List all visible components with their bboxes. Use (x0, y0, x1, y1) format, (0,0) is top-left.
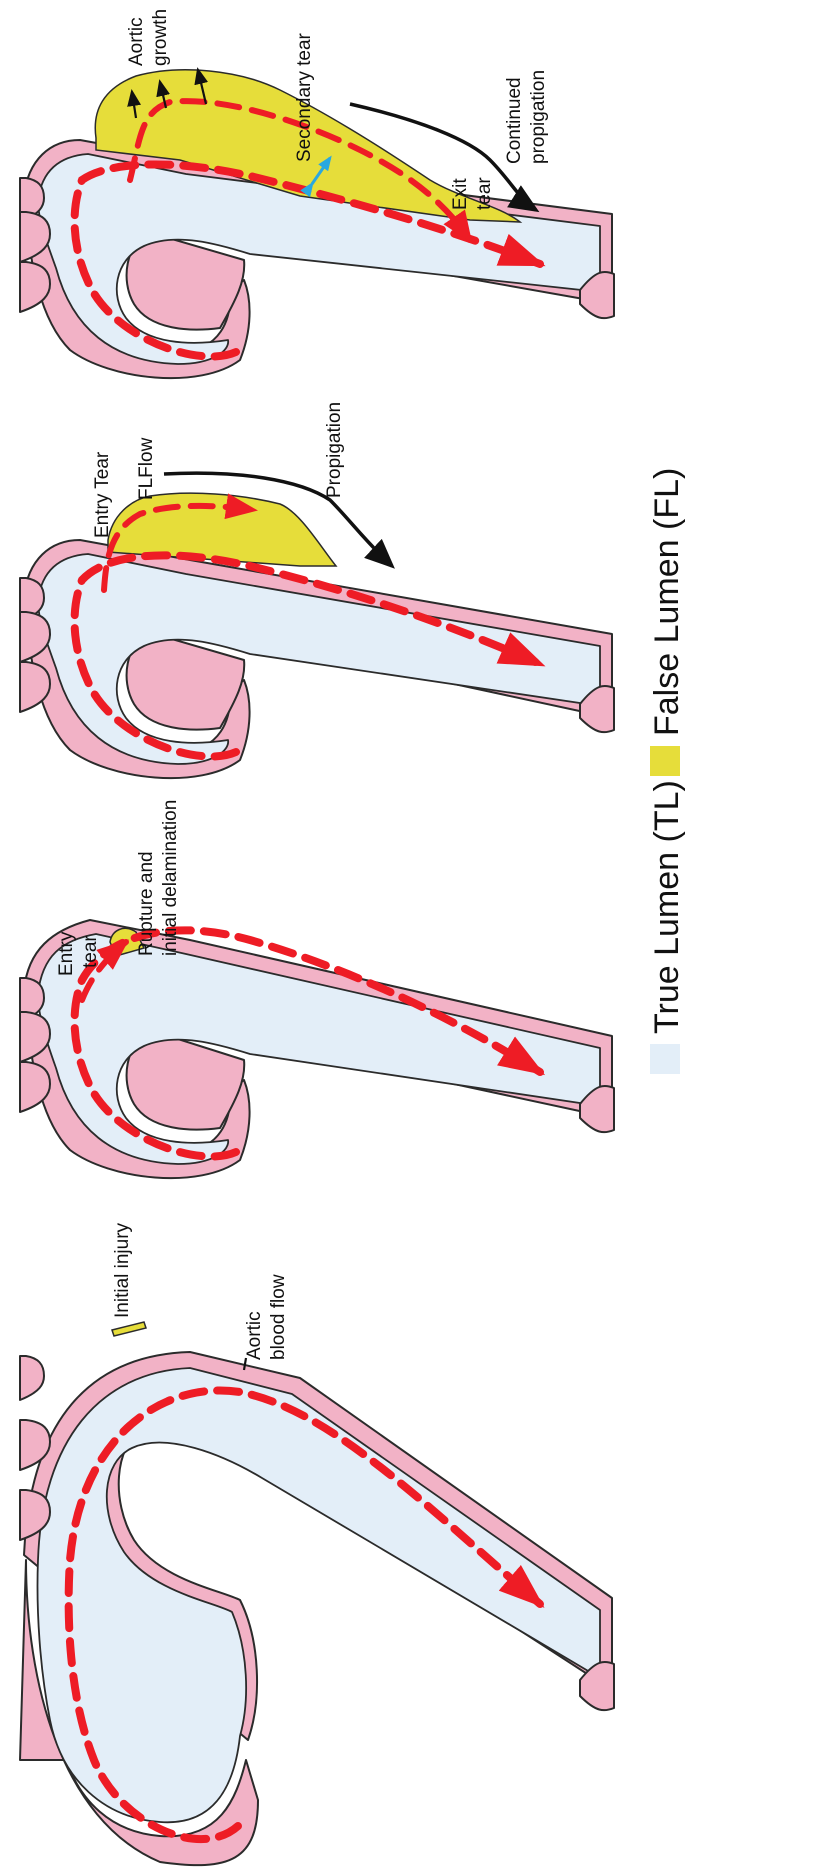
label-aortic-blood-flow-line1: Aortic (244, 1311, 265, 1360)
label-entry-tear-line1: Entry (56, 931, 77, 976)
stage-3-propagation: Entry Tear FLFlow Propigation (20, 402, 614, 778)
legend: True Lumen (TL) False Lumen (FL) (648, 468, 686, 1074)
label-aortic-blood-flow-line2: blood flow (268, 1274, 289, 1360)
label-entry-tear-line2: tear (80, 935, 101, 968)
label-secondary-tear: Secondary tear (294, 32, 315, 162)
label-exit-tear-line1: Exit (450, 178, 471, 210)
stage-4-continued-propagation: Aortic growth Secondary tear Exit tear C… (20, 9, 614, 378)
label-propagation: Propigation (324, 402, 345, 498)
label-aortic-growth-line1: Aortic (126, 17, 147, 66)
legend-swatch-false-lumen (650, 746, 680, 776)
label-continued-line2: propigation (528, 70, 549, 164)
label-entry-tear: Entry Tear (92, 451, 113, 538)
label-aortic-growth-line2: growth (150, 9, 171, 66)
label-fl-flow: FLFlow (136, 437, 157, 500)
label-rupture-line1: Rupture and (136, 851, 157, 956)
legend-label-false-lumen: False Lumen (FL) (648, 468, 686, 736)
label-continued-line1: Continued (504, 77, 525, 164)
label-exit-tear-line2: tear (474, 177, 495, 210)
initial-injury-mark (112, 1322, 146, 1336)
stage-2-entry-tear: Entry tear Rupture and initial delaminat… (20, 800, 614, 1178)
legend-swatch-true-lumen (650, 1044, 680, 1074)
stage-1-initial-injury: Initial injury Aortic blood flow (20, 1222, 614, 1865)
label-initial-injury: Initial injury (112, 1222, 133, 1318)
label-rupture-line2: initial delamination (160, 800, 181, 956)
legend-label-true-lumen: True Lumen (TL) (648, 780, 686, 1034)
